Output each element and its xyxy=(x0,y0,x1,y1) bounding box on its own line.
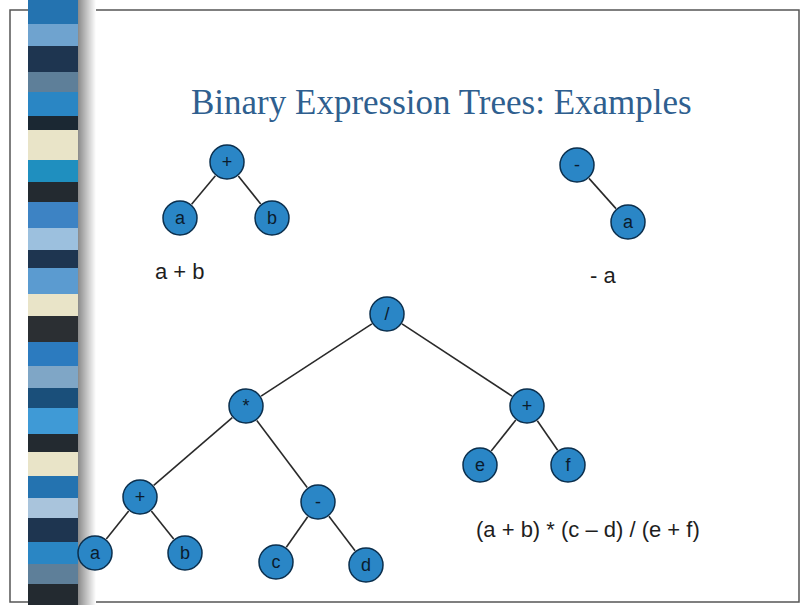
node-symbol: / xyxy=(384,305,389,323)
tree-node: + xyxy=(209,144,245,180)
node-symbol: a xyxy=(175,209,185,227)
node-symbol: - xyxy=(315,493,321,511)
tree-node: + xyxy=(509,388,545,424)
tree-node: + xyxy=(122,479,158,515)
stripe-shadow xyxy=(78,0,96,605)
tree-edge xyxy=(589,178,616,208)
expression-label: a + b xyxy=(155,259,205,285)
tree-node: d xyxy=(348,547,384,583)
tree-edge xyxy=(106,511,128,539)
slide-title: Binary Expression Trees: Examples xyxy=(191,83,692,123)
node-symbol: * xyxy=(242,397,249,415)
tree-edge xyxy=(402,324,512,396)
node-symbol: + xyxy=(135,488,146,506)
node-symbol: + xyxy=(522,397,533,415)
tree-edge xyxy=(537,421,557,450)
tree-node: c xyxy=(258,544,294,580)
tree-node: b xyxy=(167,535,203,571)
expression-label: (a + b) * (c – d) / (e + f) xyxy=(476,517,700,543)
tree-node: a xyxy=(610,204,646,240)
tree-node: a xyxy=(77,535,113,571)
tree-node: - xyxy=(300,484,336,520)
tree-edge xyxy=(151,511,173,539)
node-symbol: a xyxy=(90,544,100,562)
tree-node: - xyxy=(559,147,595,183)
tree-node: * xyxy=(228,388,264,424)
tree-node: a xyxy=(162,200,198,236)
node-symbol: e xyxy=(475,456,485,474)
node-symbol: c xyxy=(272,553,281,571)
tree-edge xyxy=(238,176,260,204)
node-symbol: d xyxy=(361,556,371,574)
decorative-stripe xyxy=(28,0,78,605)
node-symbol: - xyxy=(574,156,580,174)
tree-edge xyxy=(154,418,233,486)
tree-edge xyxy=(286,517,307,548)
slide-frame xyxy=(10,10,799,602)
node-symbol: a xyxy=(623,213,633,231)
tree-edge xyxy=(491,420,516,451)
node-symbol: f xyxy=(565,456,570,474)
tree-edge xyxy=(261,324,372,396)
tree-edge xyxy=(192,176,216,204)
tree-edge xyxy=(329,516,355,550)
tree-edge xyxy=(257,420,307,487)
tree-node: / xyxy=(369,296,405,332)
tree-node: b xyxy=(254,200,290,236)
node-symbol: b xyxy=(267,209,277,227)
tree-node: e xyxy=(462,447,498,483)
node-symbol: + xyxy=(222,153,233,171)
expression-label: - a xyxy=(590,263,616,289)
node-symbol: b xyxy=(180,544,190,562)
tree-node: f xyxy=(550,447,586,483)
